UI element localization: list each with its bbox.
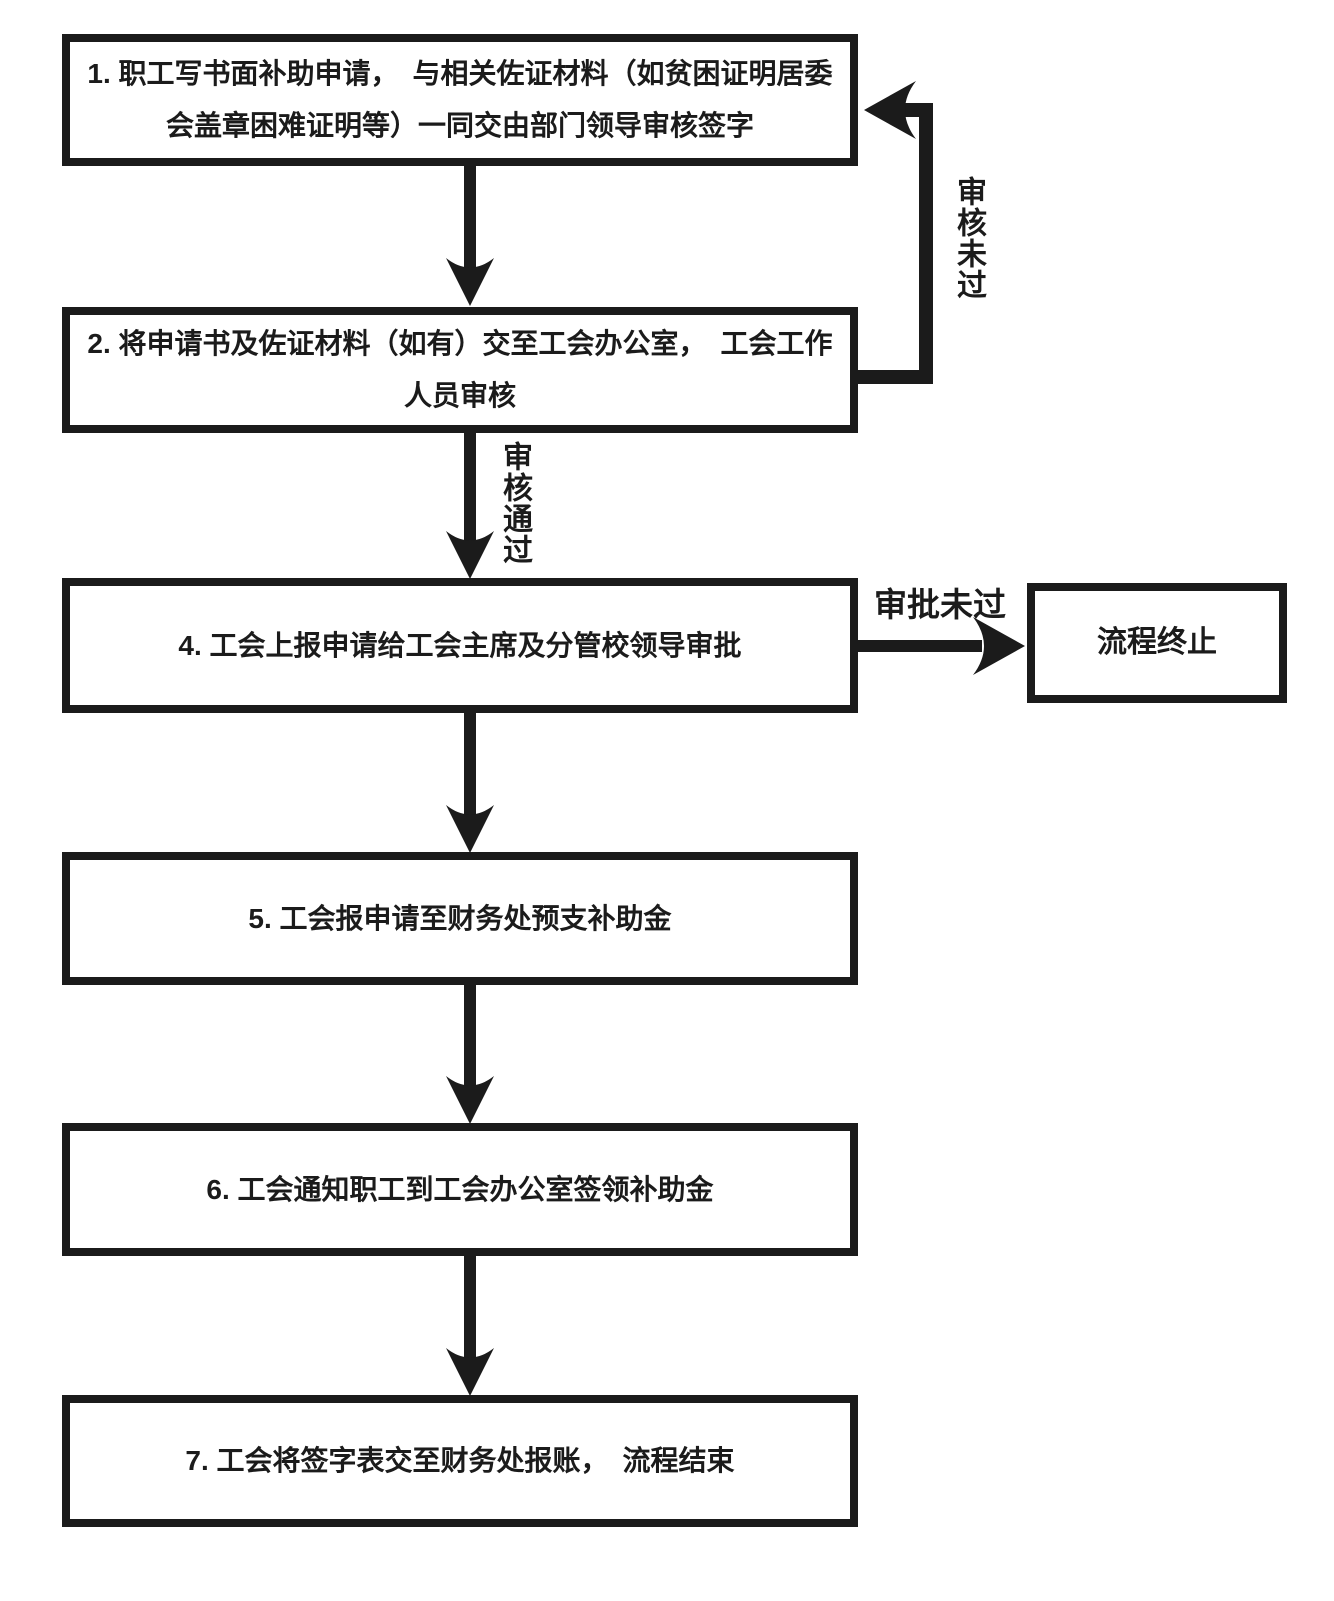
arrow-step6-to-step7-head	[446, 1348, 494, 1396]
arrow-step4-to-step5-head	[446, 805, 494, 853]
arrow-step4-to-terminal-head	[973, 617, 1025, 675]
arrow-step2-to-step1-feedback-head	[864, 81, 916, 139]
edge-label-approve-fail: 审批未过	[874, 586, 1006, 623]
flow-step-5: 5. 工会报申请至财务处预支补助金	[62, 852, 858, 985]
flow-step-7: 7. 工会将签字表交至财务处报账， 流程结束	[62, 1395, 858, 1527]
arrow-step1-to-step2-head	[446, 258, 494, 306]
flow-step-1: 1. 职工写书面补助申请， 与相关佐证材料（如贫困证明居委 会盖章困难证明等）一…	[62, 34, 858, 166]
flow-step-4: 4. 工会上报申请给工会主席及分管校领导审批	[62, 578, 858, 713]
flow-step-2: 2. 将申请书及佐证材料（如有）交至工会办公室， 工会工作 人员审核	[62, 307, 858, 433]
arrow-step2-to-step4-head	[446, 531, 494, 579]
edge-label-review-fail: 审核未过	[952, 176, 985, 300]
flow-step-6: 6. 工会通知职工到工会办公室签领补助金	[62, 1123, 858, 1256]
arrow-step5-to-step6-head	[446, 1076, 494, 1124]
edge-label-review-pass: 审核通过	[498, 441, 531, 565]
arrow-step2-to-step1-feedback-shaft	[858, 103, 933, 384]
terminal-box: 流程终止	[1027, 583, 1287, 703]
